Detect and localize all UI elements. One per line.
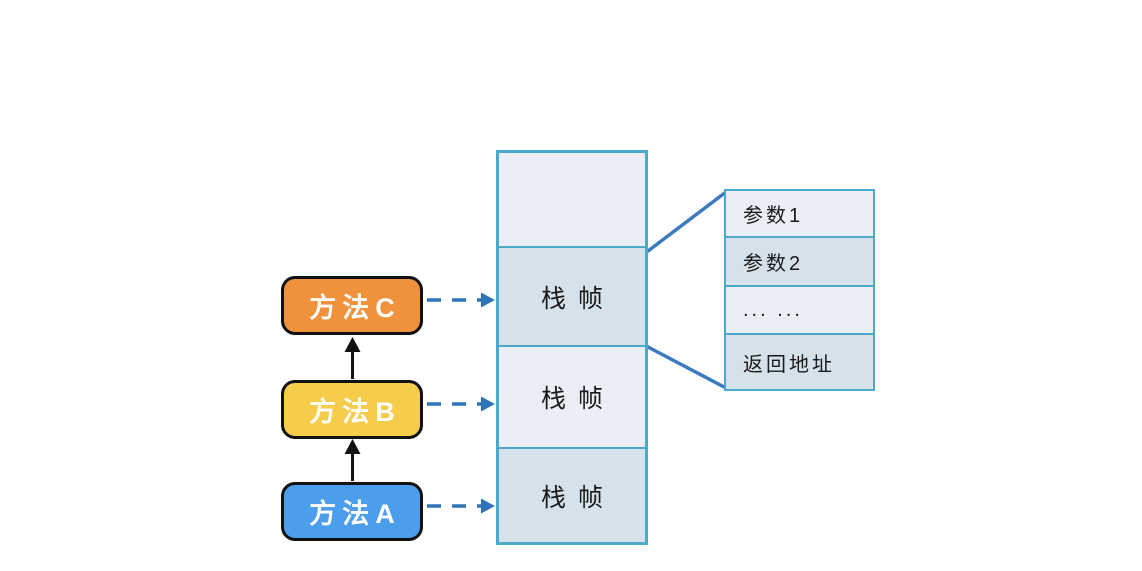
stack-cell-frame-c: 栈帧: [499, 246, 645, 345]
dashed-arrow-b-head-icon: [481, 396, 495, 412]
stack-cell-frame-a: 栈帧: [499, 447, 645, 542]
detail-row-param2: 参数2: [726, 236, 873, 285]
method-c-label: 方法C: [309, 293, 401, 323]
dashed-arrow-a-head-icon: [481, 498, 495, 514]
method-a-label: 方法A: [309, 499, 401, 529]
detail-row-return-address: 返回地址: [726, 333, 873, 389]
stack-cell-frame-a-label: 栈帧: [540, 483, 615, 512]
method-c-box: 方法C: [281, 276, 423, 335]
method-b-label: 方法B: [309, 397, 401, 427]
detail-row-ellipsis-label: ... ...: [743, 298, 803, 321]
stack-cell-frame-c-label: 栈帧: [540, 284, 615, 313]
method-b-box: 方法B: [281, 380, 423, 439]
dashed-arrow-c-head-icon: [481, 292, 495, 308]
method-a-box: 方法A: [281, 482, 423, 541]
detail-row-ellipsis: ... ...: [726, 285, 873, 333]
frame-detail-box: 参数1 参数2 ... ... 返回地址: [724, 189, 875, 391]
stack-cell-frame-b-label: 栈帧: [540, 385, 615, 413]
call-arrow-a-to-b-head-icon: [344, 439, 361, 454]
detail-row-param2-label: 参数2: [743, 253, 804, 275]
call-arrow-b-to-c-head-icon: [344, 337, 361, 352]
stack-cell-empty: [499, 153, 645, 246]
stack-cell-frame-b: 栈帧: [499, 345, 645, 447]
detail-row-param1: 参数1: [726, 191, 873, 236]
detail-row-param1-label: 参数1: [743, 205, 804, 227]
detail-row-return-address-label: 返回地址: [743, 353, 835, 376]
expand-connector-bottom-line: [646, 345, 728, 390]
expand-connector-top-line: [646, 190, 728, 253]
stack-column: 栈帧 栈帧 栈帧: [496, 150, 648, 545]
